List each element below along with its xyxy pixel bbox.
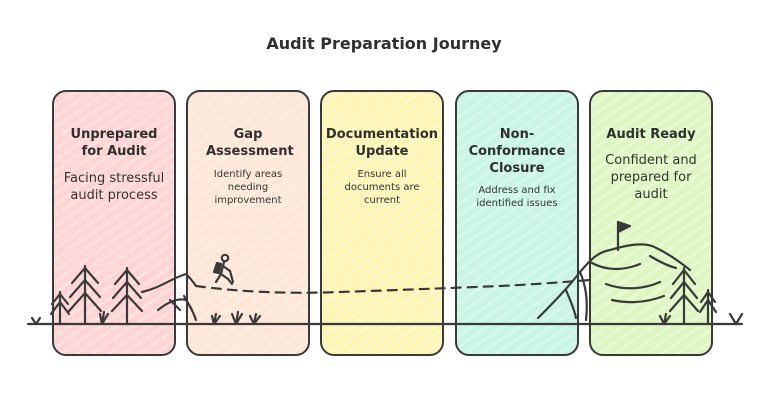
mountain-contour xyxy=(648,254,678,270)
mountain-contour xyxy=(604,280,662,290)
ground-tick-right xyxy=(728,312,744,326)
stage-card-non-conformance-closure: Non-Conformance Closure Address and fix … xyxy=(455,90,579,356)
pine-tree-icon xyxy=(67,264,103,326)
card-texture xyxy=(188,92,308,354)
stage-heading: Gap Assessment xyxy=(206,127,294,159)
grass-icon xyxy=(98,310,110,326)
card-texture xyxy=(591,92,711,354)
stage-description: Identify areas needing improvement xyxy=(213,169,283,206)
hiker-icon xyxy=(212,253,235,286)
left-hill-slope xyxy=(156,298,198,322)
stage-description: Facing stressful audit process xyxy=(63,171,165,203)
left-hill-contour xyxy=(168,294,194,312)
stage-heading: Non-Conformance Closure xyxy=(468,127,566,176)
stage-heading: Unprepared for Audit xyxy=(70,127,158,159)
stage-card-unprepared: Unprepared for Audit Facing stressful au… xyxy=(52,90,176,356)
mountain xyxy=(536,243,692,320)
mountain-contour xyxy=(588,260,642,271)
stage-description: Confident and prepared for audit xyxy=(605,153,697,202)
stage-card-documentation-update: Documentation Update Ensure all document… xyxy=(320,90,444,356)
pine-tree-icon xyxy=(110,266,144,326)
stage-heading: Audit Ready xyxy=(606,127,696,142)
stage-card-gap-assessment: Gap Assessment Identify areas needing im… xyxy=(186,90,310,356)
stage-description: Address and fix identified issues xyxy=(476,185,558,209)
mountain-cliff xyxy=(578,270,588,322)
card-texture xyxy=(457,92,577,354)
stage-description: Ensure all documents are current xyxy=(344,169,420,206)
stage-card-audit-ready: Audit Ready Confident and prepared for a… xyxy=(589,90,713,356)
grass-icon xyxy=(210,312,222,326)
grass-icon xyxy=(248,312,262,326)
card-texture xyxy=(322,92,442,354)
flag-icon xyxy=(616,220,632,252)
mountain-contour xyxy=(610,294,666,304)
journey-path xyxy=(194,278,592,294)
pine-tree-icon xyxy=(698,288,718,326)
ground-tick-left xyxy=(30,316,42,326)
pine-tree-icon xyxy=(668,266,700,326)
grass-icon xyxy=(658,312,672,326)
left-hill xyxy=(140,272,198,294)
mountain-cliff xyxy=(564,288,578,320)
grass-icon xyxy=(230,310,244,326)
stage-heading: Documentation Update xyxy=(325,127,439,159)
diagram-title: Audit Preparation Journey xyxy=(266,34,502,53)
pine-tree-icon xyxy=(49,290,71,326)
